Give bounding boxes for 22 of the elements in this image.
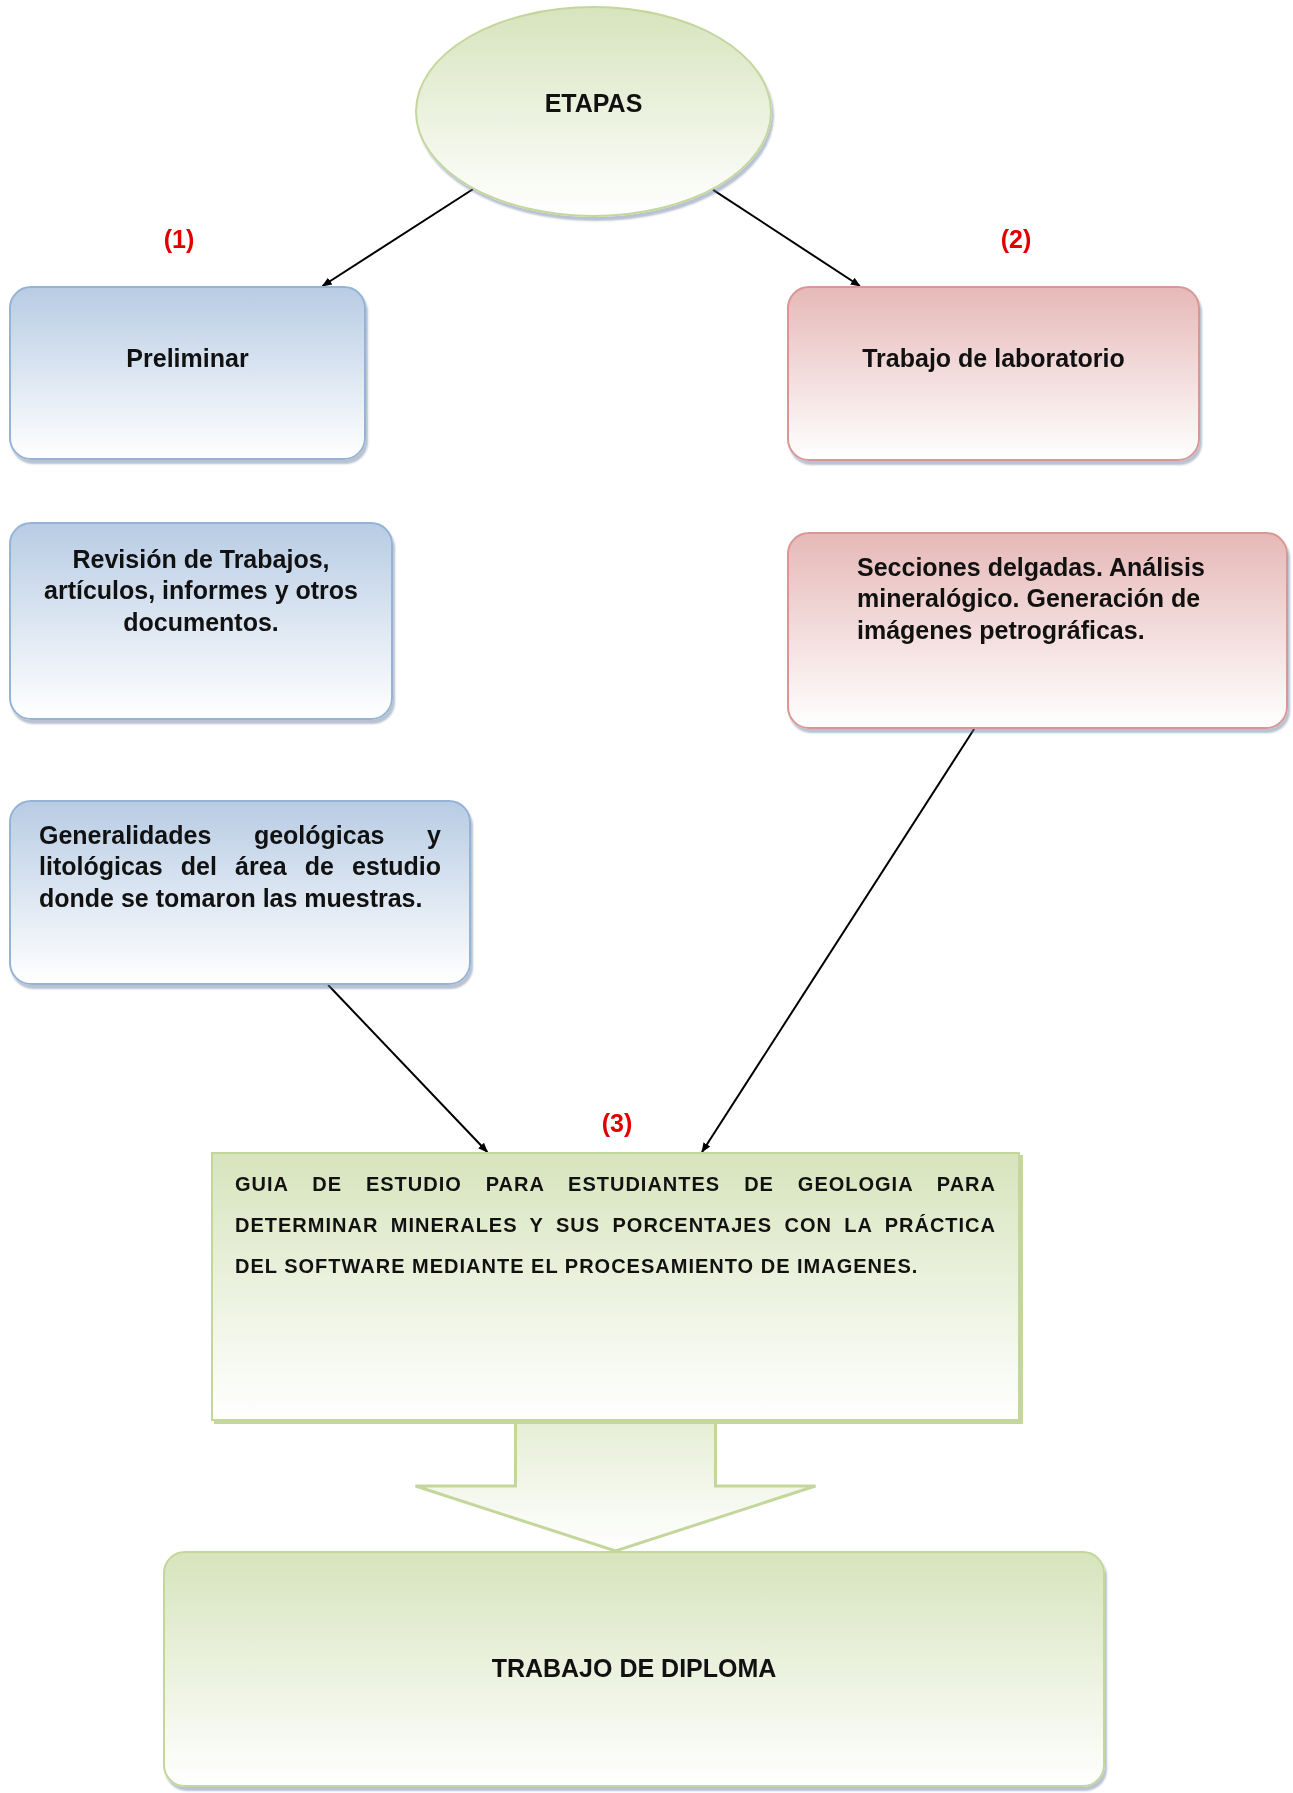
node-text: TRABAJO DE DIPLOMA: [490, 1653, 778, 1684]
node-text: Revisión de Trabajos, artículos, informes y otros documentos.: [43, 544, 359, 638]
process-box: [163, 1551, 1105, 1787]
node-text: Generalidades geológicas y litológicas del área de estudio donde se tomaron las muestras.: [39, 820, 441, 914]
node-text: ETAPAS: [543, 88, 644, 119]
stage-number: (1): [163, 224, 195, 254]
process-box: [787, 286, 1200, 461]
process-box: [9, 522, 393, 720]
arrow: [327, 984, 489, 1153]
arrow: [712, 188, 861, 287]
arrow: [321, 188, 474, 287]
node-text: Preliminar: [125, 343, 250, 374]
process-box: [9, 286, 366, 460]
process-box: [211, 1152, 1020, 1421]
stage-number: (2): [1000, 224, 1032, 254]
arrow: [701, 728, 976, 1153]
stage-number: (3): [601, 1108, 633, 1138]
node-text: Trabajo de laboratorio: [861, 343, 1126, 374]
node-text: GUIA DE ESTUDIO PARA ESTUDIANTES DE GEOLOGIA PARA DETERMINAR MINERALES Y SUS PORCENTAJES CON LA PRÁCTICA DEL SOFTWARE MEDIANTE EL PROCESAMIENTO DE IMAGENES.: [235, 1172, 996, 1279]
node-text: Secciones delgadas. Análisis mineralógico. Generación de imágenes petrográficas.: [857, 552, 1206, 646]
process-box: [787, 532, 1288, 729]
process-box: [9, 800, 471, 985]
